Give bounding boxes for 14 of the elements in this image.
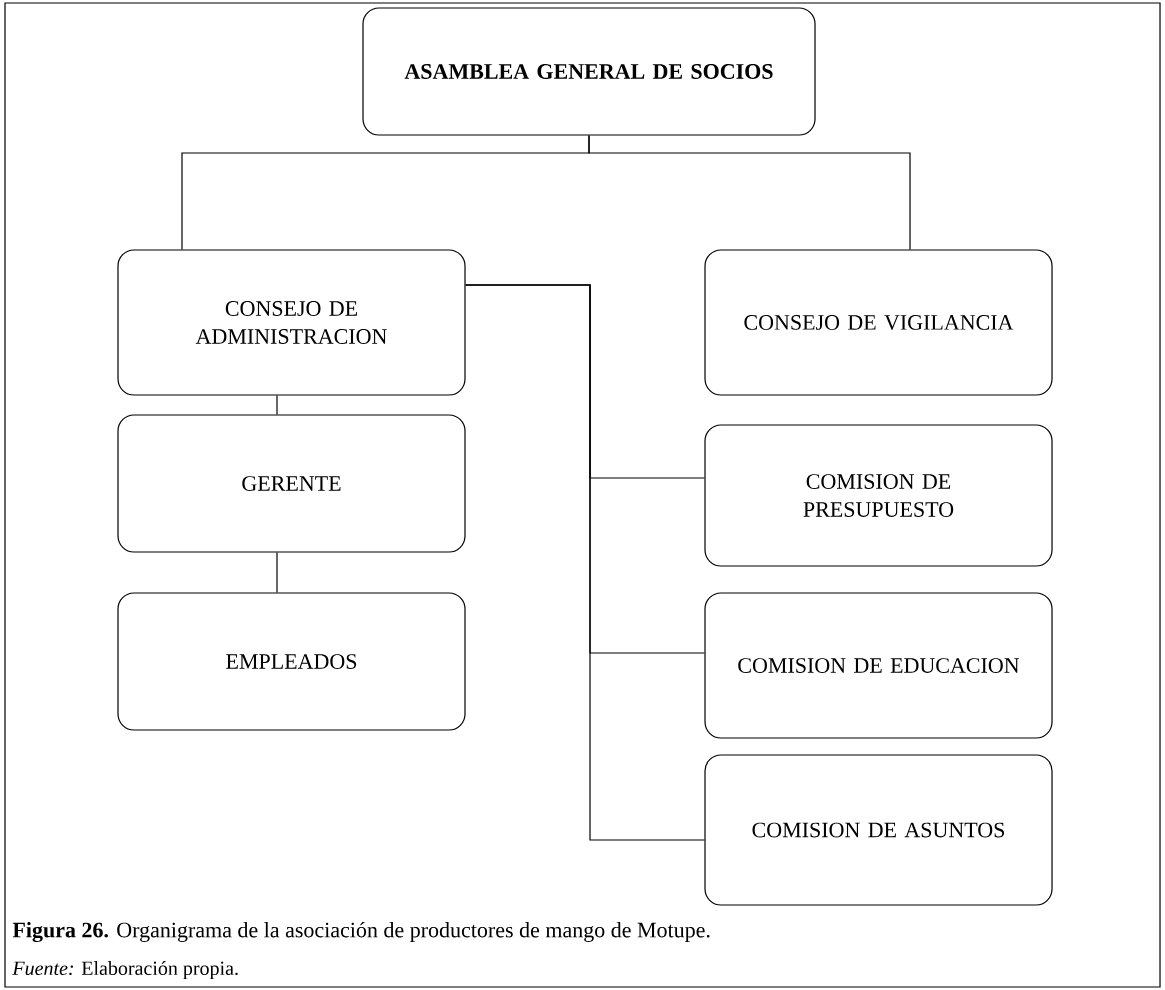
connector-line [588,135,911,250]
connector-line [276,552,278,593]
org-box: GERENTE [117,414,466,553]
source-note: Fuente: Elaboración propia. [12,960,238,980]
org-box: COMISION DE EDUCACION [704,592,1053,739]
org-box: ASAMBLEA GENERAL DE SOCIOS [362,7,816,136]
connector-line [465,284,705,841]
org-box: EMPLEADOS [117,592,466,731]
org-box: CONSEJO DE VIGILANCIA [704,249,1053,396]
connector-line [276,395,278,415]
org-box: CONSEJO DE ADMINISTRACION [117,249,466,396]
org-box: COMISION DE PRESUPUESTO [704,424,1053,567]
org-box: COMISION DE ASUNTOS [704,754,1053,906]
figure-caption: Figura 26. Organigrama de la asociación de productores de mango de Motupe. [12,921,710,943]
